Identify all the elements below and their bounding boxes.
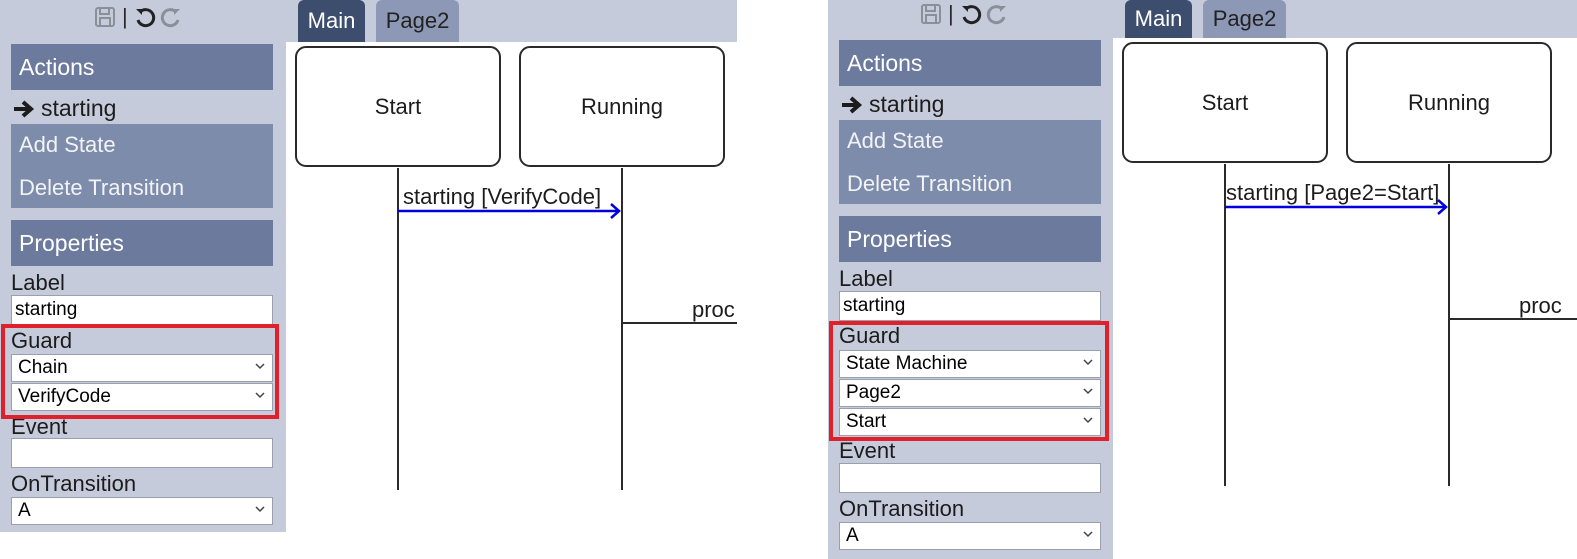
diagram-canvas	[1224, 164, 1577, 486]
tab-page2[interactable]: Page2	[376, 0, 459, 42]
selected-action[interactable]: starting	[841, 91, 944, 118]
guard-select-value[interactable]: VerifyCode	[11, 383, 273, 411]
toolbar: |	[920, 0, 1008, 28]
chevron-down-icon	[255, 363, 265, 370]
sidebar: | Actions starting Add State Delete Tran…	[828, 0, 1113, 559]
guard-highlight-box	[1, 324, 279, 419]
event-input[interactable]	[11, 438, 273, 468]
add-state-button[interactable]: Add State	[847, 128, 944, 153]
transition-label[interactable]: starting [Page2=Start]	[1226, 180, 1440, 205]
undo-icon[interactable]	[134, 6, 156, 28]
ontransition-select[interactable]: A	[839, 522, 1101, 550]
ontransition-select[interactable]: A	[11, 497, 273, 525]
event-field-label: Event	[839, 438, 896, 463]
chevron-down-icon	[1083, 417, 1093, 424]
chevron-down-icon	[255, 392, 265, 399]
ontransition-field-label: OnTransition	[839, 496, 965, 521]
tab-bar: Main Page2	[1113, 0, 1577, 38]
toolbar-separator: |	[948, 1, 954, 26]
tab-bar: Main Page2	[286, 0, 737, 42]
event-input[interactable]	[839, 463, 1101, 493]
guard-select-type-value: State Machine	[846, 353, 968, 374]
save-icon[interactable]	[920, 3, 942, 25]
ontransition-select-value: A	[846, 525, 859, 546]
proc-label: proc	[1519, 293, 1562, 318]
state-running[interactable]: Running	[519, 46, 725, 167]
actions-menu: Add State Delete Transition	[11, 124, 273, 208]
undo-icon[interactable]	[960, 3, 982, 25]
guard-field-label: Guard	[839, 323, 901, 348]
arrow-right-icon	[842, 95, 863, 114]
chevron-down-icon	[1083, 359, 1093, 366]
actions-menu: Add State Delete Transition	[839, 120, 1101, 204]
state-start[interactable]: Start	[295, 46, 501, 167]
chevron-down-icon	[1083, 531, 1093, 538]
state-start[interactable]: Start	[1122, 42, 1328, 163]
guard-field-label: Guard	[11, 328, 73, 353]
delete-transition-button[interactable]: Delete Transition	[847, 171, 1013, 196]
properties-header: Properties	[839, 216, 1101, 262]
redo-icon[interactable]	[986, 3, 1008, 25]
guard-highlight-box	[829, 321, 1109, 441]
actions-header: Actions	[839, 40, 1101, 86]
arrow-right-icon	[14, 99, 35, 118]
properties-header: Properties	[11, 220, 273, 266]
label-field-label: Label	[11, 270, 65, 295]
redo-icon[interactable]	[160, 6, 182, 28]
chevron-down-icon	[1083, 388, 1093, 395]
selected-action[interactable]: starting	[13, 95, 116, 122]
transition-arrowhead	[1437, 199, 1448, 215]
guard-select-type-value: Chain	[18, 357, 68, 378]
tab-main[interactable]: Main	[298, 0, 365, 42]
guard-select-type[interactable]: Chain	[11, 354, 273, 382]
state-running[interactable]: Running	[1346, 42, 1552, 163]
delete-transition-button[interactable]: Delete Transition	[19, 175, 185, 200]
proc-label: proc	[692, 297, 735, 322]
selected-action-label: starting	[869, 91, 945, 117]
guard-select-type[interactable]: State Machine	[839, 350, 1101, 378]
label-field-label: Label	[839, 266, 893, 291]
guard-select-state[interactable]: Start	[839, 408, 1101, 436]
toolbar: |	[94, 0, 182, 34]
guard-select-page[interactable]: Page2	[839, 379, 1101, 407]
tab-main[interactable]: Main	[1125, 0, 1192, 38]
tab-page2[interactable]: Page2	[1203, 0, 1286, 38]
screenshot-panel-2: | Actions starting Add State Delete Tran…	[828, 0, 1577, 559]
guard-select-state-value: Start	[846, 411, 887, 432]
transition-arrowhead	[610, 203, 621, 219]
sidebar: | Actions starting Add State Delete Tran…	[0, 0, 286, 532]
chevron-down-icon	[255, 506, 265, 513]
toolbar-separator: |	[122, 4, 128, 29]
selected-action-label: starting	[41, 95, 117, 121]
ontransition-field-label: OnTransition	[11, 471, 137, 496]
ontransition-select-value: A	[18, 500, 31, 521]
diagram-canvas	[397, 168, 737, 490]
transition-label[interactable]: starting [VerifyCode]	[403, 184, 602, 209]
save-icon[interactable]	[94, 6, 116, 28]
label-input[interactable]: starting	[839, 291, 1101, 321]
screenshot-panel-1: | Actions starting Add State Delete Tran…	[0, 0, 737, 559]
add-state-button[interactable]: Add State	[19, 132, 116, 157]
actions-header: Actions	[11, 44, 273, 90]
guard-select-page-value: Page2	[846, 382, 901, 403]
guard-select-value-text: VerifyCode	[18, 386, 111, 407]
